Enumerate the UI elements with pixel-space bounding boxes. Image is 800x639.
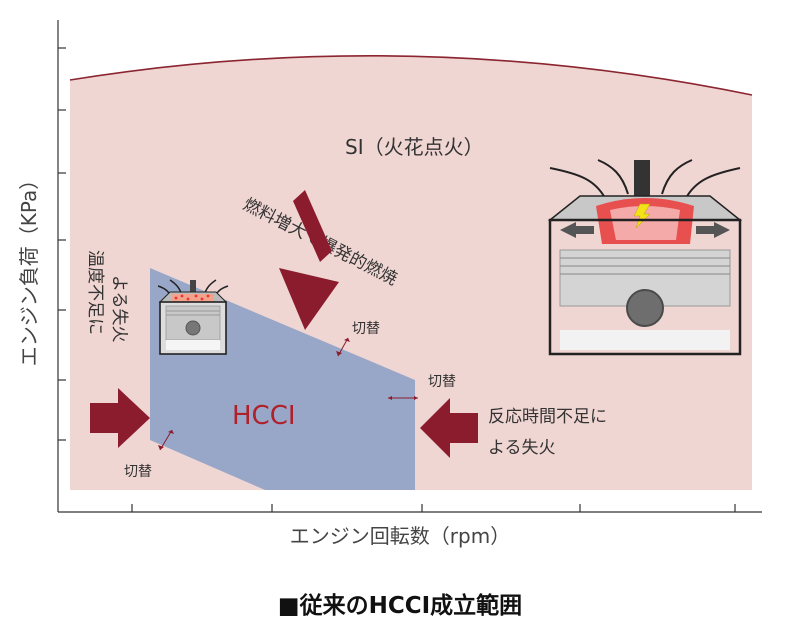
low-temp-line2: よる失火 [109, 275, 129, 343]
switch-top-label: 切替 [352, 321, 380, 337]
hcci-operating-range-diagram: エンジン回転数（rpm） エンジン負荷（KPa） SI（火花点火） HCCI 燃… [17, 20, 762, 548]
si-region-label: SI（火花点火） [345, 135, 484, 159]
arrow-down-icon [279, 190, 339, 330]
reaction-time-line2: よる失火 [488, 438, 556, 458]
x-axis [58, 504, 762, 513]
hcci-region-label: HCCI [232, 401, 296, 431]
switch-marker-bottom: 切替 [124, 429, 174, 480]
reaction-time-line1: 反応時間不足に [488, 407, 607, 427]
switch-marker-right: 切替 [388, 374, 456, 400]
y-axis-title: エンジン負荷（KPa） [17, 170, 41, 367]
y-axis [57, 20, 66, 512]
engine-piston-small-icon [157, 279, 229, 355]
low-temp-misfire-annotation: 温度不足に よる失火 [85, 250, 129, 343]
x-axis-title: エンジン回転数（rpm） [290, 524, 510, 548]
si-boundary-curve [69, 55, 753, 96]
arrow-left-icon [420, 398, 478, 458]
switch-bottom-label: 切替 [124, 464, 152, 480]
arrow-right-icon [90, 388, 150, 448]
low-temp-line1: 温度不足に [85, 250, 105, 335]
engine-piston-large-icon [547, 159, 743, 356]
figure-caption: ■従来のHCCI成立範囲 [277, 593, 523, 619]
switch-right-label: 切替 [428, 374, 456, 390]
switch-marker-top: 切替 [336, 321, 380, 357]
